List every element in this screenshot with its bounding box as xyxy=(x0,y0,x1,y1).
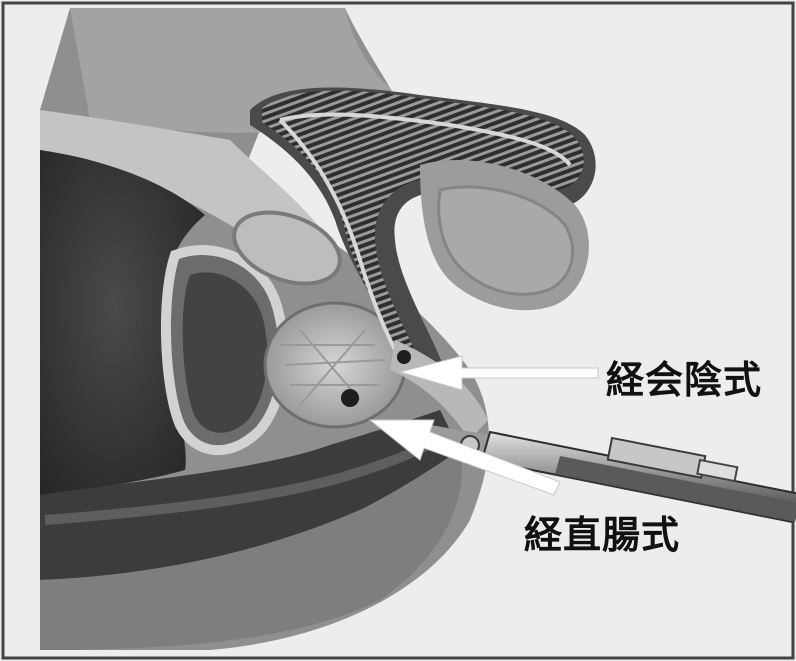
prostate-biopsy-illustration: 経会陰式 経直腸式 xyxy=(0,0,796,661)
anatomy-diagram: 経会陰式 経直腸式 xyxy=(0,0,796,661)
